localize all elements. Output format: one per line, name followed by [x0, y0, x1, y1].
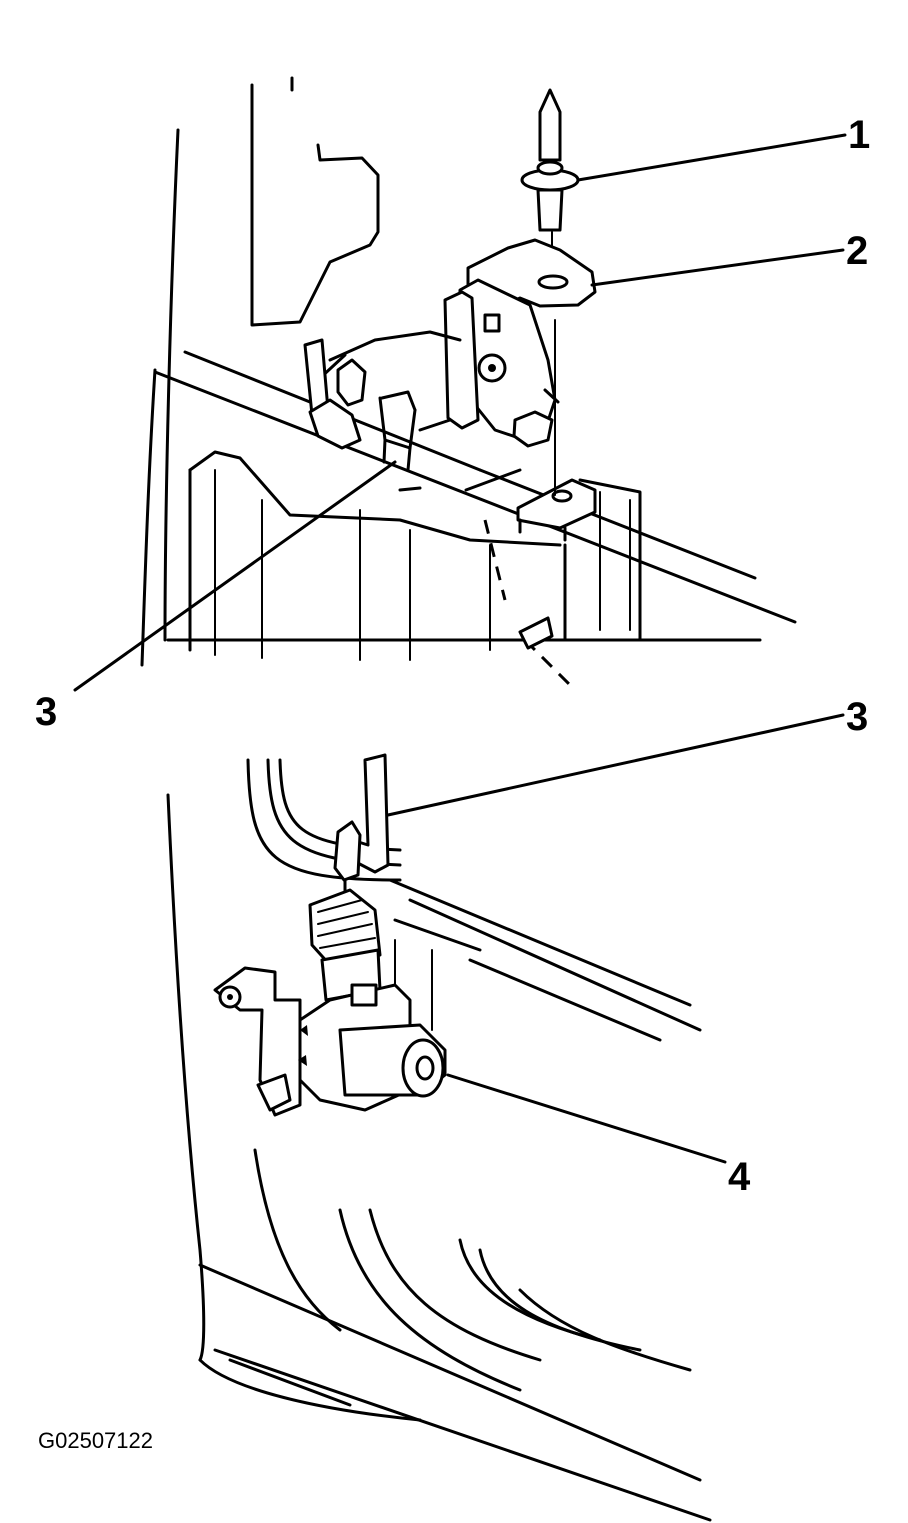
lower-body-panel	[166, 758, 712, 1522]
upper-hinge-strap	[443, 238, 597, 448]
hinge-pin	[520, 88, 580, 496]
figure-id-label: G02507122	[38, 1428, 153, 1453]
upper-spring-loop	[303, 330, 522, 492]
callout-1: 1	[848, 113, 870, 157]
callout-3-upper: 3	[35, 690, 57, 734]
callout-4: 4	[728, 1155, 751, 1199]
upper-dashed-guides	[483, 519, 577, 692]
door-check-spring	[213, 888, 447, 1117]
callout-2: 2	[846, 229, 868, 273]
upper-lower-bracket	[516, 478, 597, 542]
callout-leaders	[73, 133, 847, 1164]
check-link-rod	[333, 753, 390, 894]
callout-3-lower: 3	[846, 695, 868, 739]
